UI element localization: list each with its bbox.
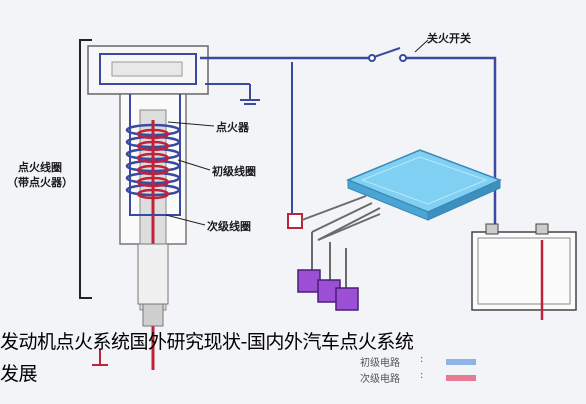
caption-line2: 发展 — [0, 363, 38, 385]
secondary-coil-label: 次级线圈 — [207, 220, 251, 233]
caption: 发动机点火系统国外研究现状-国内外汽车点火系统 发展 — [0, 326, 586, 390]
legend: 初级电路 : 次级电路 : — [360, 354, 490, 386]
legend-secondary: 次级电路 : — [360, 370, 490, 386]
legend-secondary-label: 次级电路 — [360, 374, 400, 385]
ground-symbol — [205, 83, 260, 105]
coil-connector — [287, 213, 303, 229]
legend-primary-swatch — [446, 359, 476, 365]
ecu-box — [346, 149, 502, 221]
primary-coil-label: 初级线圈 — [212, 165, 256, 178]
ignition-switch-symbol — [368, 47, 407, 62]
plug-body — [137, 243, 169, 305]
coil-bracket — [79, 39, 92, 299]
legend-primary: 初级电路 : — [360, 354, 490, 370]
battery — [471, 223, 577, 320]
ignition-coil-label-line1: 点火线圈 — [18, 161, 62, 174]
legend-primary-label: 初级电路 — [360, 358, 400, 369]
ignition-coil-label-line2: （带点火器） — [7, 176, 73, 189]
ignition-coil-label: 点火线圈 （带点火器） — [2, 160, 78, 190]
legend-secondary-swatch — [446, 375, 476, 381]
ignition-modules — [297, 269, 359, 311]
ignition-switch-label: 关火开关 — [427, 32, 471, 45]
caption-line1: 发动机点火系统国外研究现状-国内外汽车点火系统 — [0, 331, 414, 353]
igniter-label: 点火器 — [216, 121, 249, 134]
